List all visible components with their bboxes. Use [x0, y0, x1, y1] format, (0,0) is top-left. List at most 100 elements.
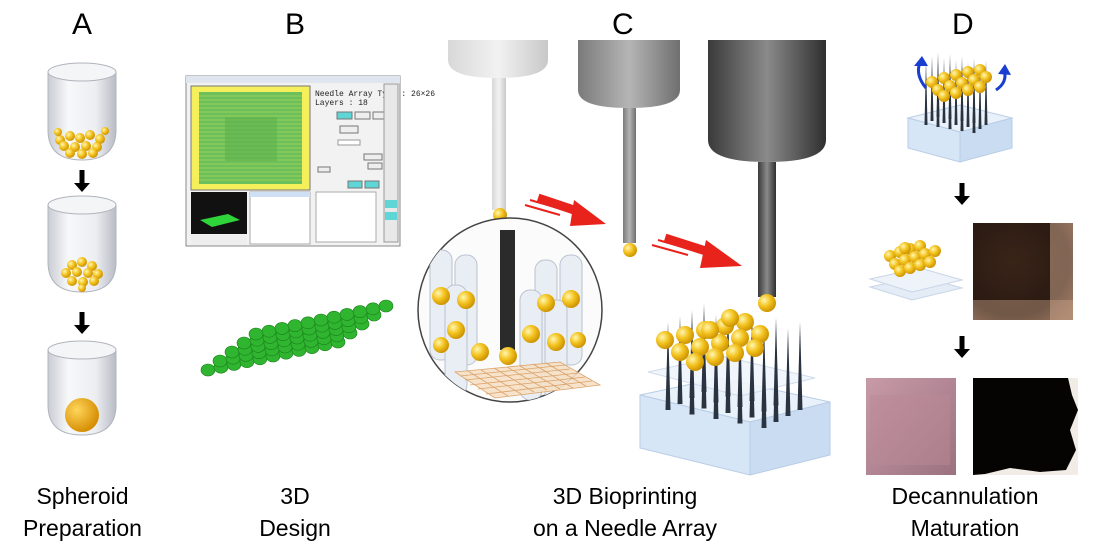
model-bead: [378, 299, 394, 313]
needle: [761, 323, 767, 412]
model-bead: [224, 345, 240, 359]
caption-d: Decannulation Maturation: [860, 480, 1070, 544]
spheroid: [894, 265, 906, 277]
spheroid: [721, 309, 739, 327]
spheroid: [671, 343, 689, 361]
aggregated-spheroid: [65, 398, 99, 432]
software-button[interactable]: [364, 180, 380, 189]
needle: [737, 319, 743, 407]
nozzle-3: [708, 40, 826, 312]
spheroid: [938, 90, 950, 102]
spheroid: [974, 81, 986, 93]
spheroid: [736, 313, 754, 331]
needle: [930, 56, 934, 121]
down-arrow-icon: [74, 183, 90, 192]
model-bead: [300, 316, 316, 330]
spheroid: [899, 242, 911, 254]
needle: [665, 322, 671, 410]
software-field[interactable]: [337, 139, 361, 146]
software-button[interactable]: [354, 111, 371, 120]
spheroid: [962, 84, 974, 96]
caption-d-line-1: Decannulation: [891, 483, 1039, 509]
panel-letter-a: A: [72, 8, 93, 41]
model-bead: [313, 313, 329, 327]
caption-c: 3D Bioprinting on a Needle Array: [500, 480, 750, 544]
software-window: Needle Array Type : 26×26 Layers : 18: [185, 75, 435, 247]
caption-a: Spheroid Preparation: [10, 480, 155, 544]
software-button[interactable]: [336, 111, 353, 120]
caption-c-line-2: on a Needle Array: [532, 515, 718, 541]
needle: [924, 60, 928, 125]
tissue-photo-1: [973, 223, 1073, 320]
model-bead: [261, 324, 277, 338]
software-button[interactable]: [347, 180, 363, 189]
well-tube-2: [47, 195, 117, 293]
model-bead: [248, 327, 264, 341]
caption-a-line-1: Spheroid: [36, 483, 129, 509]
software-button[interactable]: [339, 125, 359, 134]
spheroid: [691, 338, 709, 356]
needle: [773, 317, 779, 406]
spheroid: [746, 339, 764, 357]
model-bead: [274, 322, 290, 335]
nozzle-1: [448, 40, 548, 222]
needle: [749, 313, 755, 401]
needle: [984, 60, 988, 125]
spheroid: [904, 262, 916, 274]
spheroid: [950, 87, 962, 99]
spheroid: [686, 353, 704, 371]
panel-letter-b: B: [285, 8, 306, 41]
red-arrow-2: [651, 233, 742, 268]
caption-b-line-2: Design: [259, 515, 331, 541]
spheroid: [924, 256, 936, 268]
substrate-side: [749, 401, 831, 476]
well-tube-1: [47, 62, 117, 161]
down-arrow-icon: [74, 325, 90, 334]
down-arrow-icon: [954, 349, 970, 358]
tissue-photo-3: [973, 378, 1078, 475]
nozzle-2: [578, 40, 680, 257]
spheroid: [751, 325, 769, 343]
software-button[interactable]: [367, 162, 383, 170]
model-bead: [339, 308, 355, 321]
red-arrow-1: [524, 193, 606, 226]
spheroid: [929, 245, 941, 257]
magnified-view: [417, 217, 603, 403]
software-text-area[interactable]: [315, 191, 377, 243]
spheroid: [914, 259, 926, 271]
needle: [785, 328, 791, 416]
array-type-label: Needle Array Type : 26×26: [315, 90, 435, 99]
software-button[interactable]: [363, 153, 383, 161]
caption-c-line-1: 3D Bioprinting: [552, 483, 698, 509]
spheroid-sheet: [868, 240, 964, 301]
tissue-photo-2: [866, 378, 956, 475]
spheroid: [980, 71, 992, 83]
software-button[interactable]: [317, 166, 331, 173]
spheroid: [711, 334, 729, 352]
spheroid: [656, 331, 674, 349]
model-bead: [200, 363, 216, 377]
spheroid: [701, 321, 719, 339]
model-bead: [236, 336, 252, 350]
lift-arrow-icon: [914, 56, 928, 66]
spheroid: [731, 329, 749, 347]
down-arrow-icon: [954, 196, 970, 205]
needle-array-d: [906, 52, 1014, 163]
panel-letter-c: C: [612, 8, 634, 41]
layers-label: Layers : 18: [315, 99, 368, 108]
needle: [797, 322, 803, 410]
panel-letter-d: D: [952, 8, 974, 41]
panel-a-tubes: [47, 62, 117, 436]
caption-d-line-2: Maturation: [910, 515, 1020, 541]
model-bead: [365, 302, 381, 316]
needle: [972, 58, 976, 123]
spheroid: [676, 326, 694, 344]
model-bead: [287, 319, 303, 332]
caption-a-line-2: Preparation: [23, 515, 142, 541]
caption-b: 3D Design: [240, 480, 350, 544]
well-tube-3: [47, 340, 117, 436]
spheroid: [706, 348, 724, 366]
model-bead: [352, 305, 368, 318]
model-bead: [212, 354, 228, 368]
